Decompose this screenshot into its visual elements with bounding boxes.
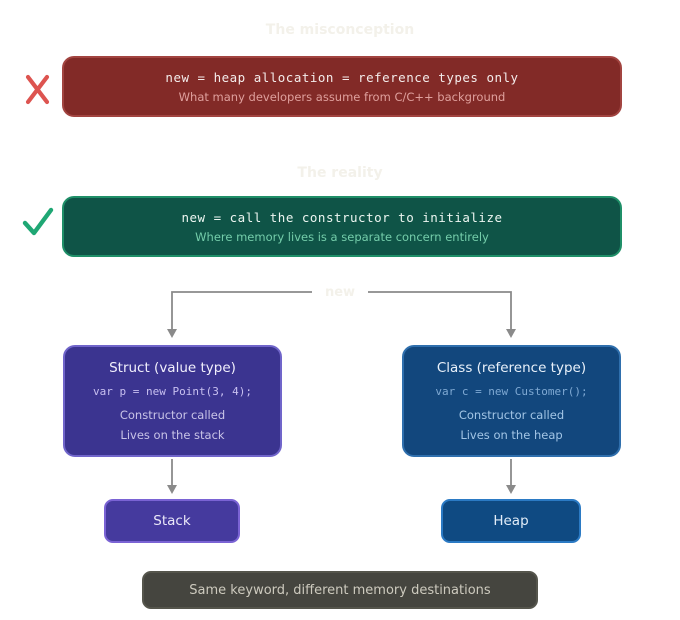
reality-main-text: new = call the constructor to initialize <box>181 209 503 225</box>
x-mark-icon <box>25 72 50 107</box>
new-keyword-label: new <box>324 285 356 300</box>
struct-box-code: var p = new Point(3, 4); <box>93 385 252 398</box>
struct-box-title: Struct (value type) <box>109 360 236 376</box>
reality-title: The reality <box>297 165 383 181</box>
misconception-title: The misconception <box>265 22 415 38</box>
reality-banner: new = call the constructor to initialize… <box>62 196 622 257</box>
reality-sub-text: Where memory lives is a separate concern… <box>195 229 489 244</box>
struct-box: Struct (value type) var p = new Point(3,… <box>63 345 282 457</box>
misconception-banner: new = heap allocation = reference types … <box>62 56 622 117</box>
struct-box-line1: Constructor called <box>119 408 226 422</box>
misconception-sub-text: What many developers assume from C/C++ b… <box>178 89 506 104</box>
class-box-line1: Constructor called <box>458 408 565 422</box>
class-box: Class (reference type) var c = new Custo… <box>402 345 621 457</box>
class-box-line2: Lives on the heap <box>460 428 563 442</box>
heap-box: Heap <box>441 499 581 543</box>
check-mark-icon <box>22 206 54 238</box>
class-box-code: var c = new Customer(); <box>435 385 588 398</box>
footer-banner: Same keyword, different memory destinati… <box>142 571 538 609</box>
stack-box: Stack <box>104 499 240 543</box>
misconception-main-text: new = heap allocation = reference types … <box>165 69 519 85</box>
class-box-title: Class (reference type) <box>436 360 587 376</box>
struct-box-line2: Lives on the stack <box>120 428 225 442</box>
